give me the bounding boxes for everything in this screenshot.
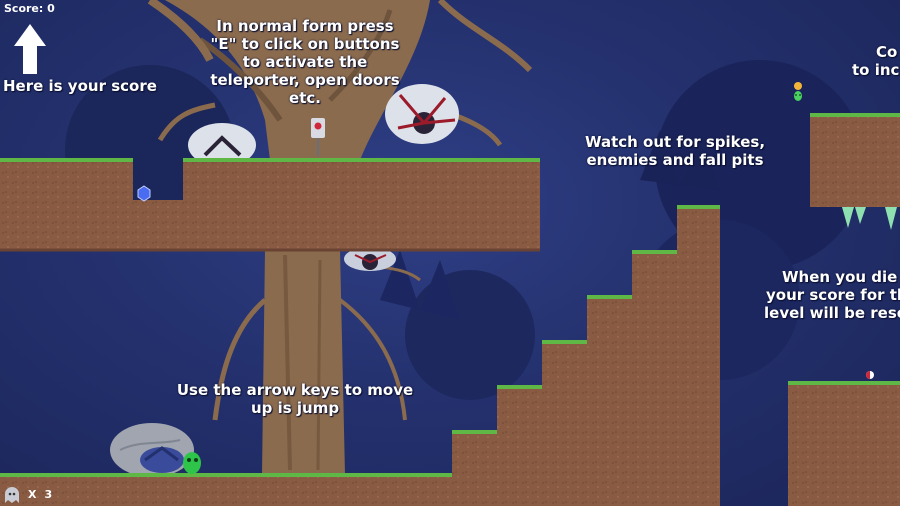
flower-sprout-icon[interactable] — [794, 82, 802, 101]
lives-count: 3 — [44, 488, 53, 501]
red-white-orb-icon[interactable] — [866, 371, 874, 379]
ground-floor — [0, 475, 460, 506]
eyeball-under-ledge — [344, 247, 396, 271]
right-lower-platform — [788, 383, 900, 506]
blue-gem-icon — [137, 185, 151, 202]
lives-counter: X 3 — [26, 488, 52, 501]
green-blob-player-icon[interactable] — [183, 452, 201, 474]
red-button-switch-icon[interactable] — [311, 118, 325, 156]
lives-x: X — [28, 488, 37, 501]
upper-platform — [0, 160, 540, 250]
spiky-enemy — [140, 446, 184, 473]
hint-die: When you die your score for th level wil… — [764, 268, 900, 322]
right-upper-platform — [810, 115, 900, 207]
eyeball-left — [188, 123, 256, 167]
staircase — [452, 207, 720, 506]
hint-buttons: In normal form press "E" to click on but… — [210, 17, 400, 107]
ceiling-spikes — [842, 207, 897, 230]
hint-spikes: Watch out for spikes, enemies and fall p… — [584, 133, 766, 169]
eyeball-top-right — [385, 84, 459, 144]
up-arrow-icon — [14, 24, 46, 74]
hint-score: Here is your score — [3, 77, 157, 95]
hint-arrows: Use the arrow keys to move up is jump — [176, 381, 414, 417]
ghost-lives-icon — [5, 487, 19, 503]
score-display: Score: 0 — [4, 2, 55, 15]
hint-collect: Co to inc — [852, 43, 900, 79]
